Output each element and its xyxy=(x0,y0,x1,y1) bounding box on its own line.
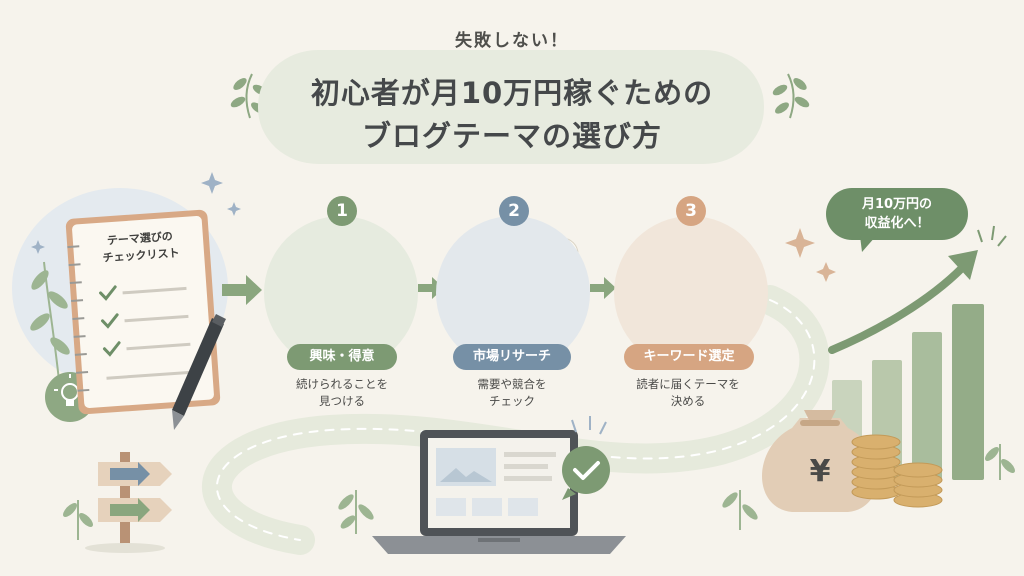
sparkle-warm-icons xyxy=(785,228,836,282)
goal-bubble-line1: 月10万円の xyxy=(861,197,933,212)
checkbox-row-3 xyxy=(102,341,191,357)
step3-number: 3 xyxy=(676,196,706,226)
step3-desc-line2: 決める xyxy=(670,394,706,408)
step3-desc-line1: 読者に届くテーマを xyxy=(636,377,740,391)
step2-label: 市場リサーチ xyxy=(453,344,571,370)
plant-left-icon xyxy=(30,261,70,391)
step2-number: 2 xyxy=(499,196,529,226)
title-leaf-right-icon xyxy=(772,73,810,119)
goal-bubble-line2: 収益化へ！ xyxy=(864,216,930,231)
checklist-marks xyxy=(67,245,193,392)
page-title-line2: ブログテーマの選び方 xyxy=(361,119,662,153)
checkbox-row-2 xyxy=(101,313,189,329)
step1-description: 続けられることを 見つける xyxy=(262,376,422,410)
plant-bottom-icons xyxy=(63,444,1015,540)
step1-desc-line2: 見つける xyxy=(319,394,365,408)
arrow-to-step1-icon xyxy=(222,275,262,305)
check-icon xyxy=(99,285,117,301)
step3-label: キーワード選定 xyxy=(624,344,754,370)
yen-symbol: ¥ xyxy=(809,454,831,489)
step1-desc-line1: 続けられることを xyxy=(296,377,388,391)
checklist-notebook: テーマ選びの チェックリスト xyxy=(65,209,221,415)
empty-line xyxy=(106,370,193,380)
check-bubble-icon xyxy=(562,416,610,500)
coin-stack-icon xyxy=(851,434,943,508)
check-icon xyxy=(102,341,121,357)
step1-label: 興味・得意 xyxy=(287,344,397,370)
page-subtitle: 失敗しない！ xyxy=(455,31,569,51)
step2-description: 需要や競合を チェック xyxy=(432,376,592,410)
title-background xyxy=(258,50,764,164)
step2-desc-line2: チェック xyxy=(489,394,535,408)
spiral-binding-icon xyxy=(67,245,90,392)
page-title-line1: 初心者が月10万円稼ぐための xyxy=(310,76,714,110)
goal-speech-bubble: 月10万円の 収益化へ！ xyxy=(826,188,968,240)
sparkle-icons xyxy=(31,172,241,254)
laptop-icon xyxy=(372,430,626,554)
signpost-icon xyxy=(85,452,172,553)
step1-number: 1 xyxy=(327,196,357,226)
step2-desc-line1: 需要や競合を xyxy=(477,377,547,391)
growth-arrow-icon xyxy=(828,225,1007,354)
goal-bubble-tail xyxy=(860,236,876,252)
checkbox-row-1 xyxy=(99,285,187,301)
pen-icon xyxy=(172,314,226,430)
arrow-to-step3-icon xyxy=(590,277,616,299)
step3-description: 読者に届くテーマを 決める xyxy=(608,376,768,410)
check-icon xyxy=(101,313,119,329)
money-bag-icon xyxy=(762,410,878,512)
